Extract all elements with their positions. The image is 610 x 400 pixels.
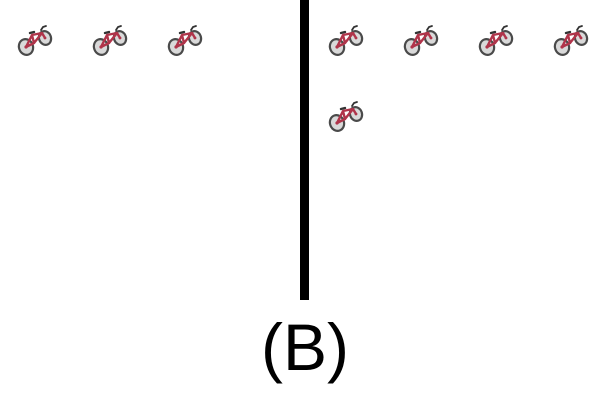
bicycle-icon (551, 20, 591, 60)
figure-caption: (B) (261, 310, 349, 384)
bicycle-icon (326, 96, 366, 136)
bicycle-icon (326, 20, 366, 60)
right-group (310, 0, 610, 300)
vertical-divider (300, 0, 309, 300)
bicycle-icon (476, 20, 516, 60)
bicycle-icon (15, 20, 55, 60)
left-group (0, 0, 300, 300)
bicycle-icon (165, 20, 205, 60)
bicycle-icon (90, 20, 130, 60)
bicycle-icon (401, 20, 441, 60)
